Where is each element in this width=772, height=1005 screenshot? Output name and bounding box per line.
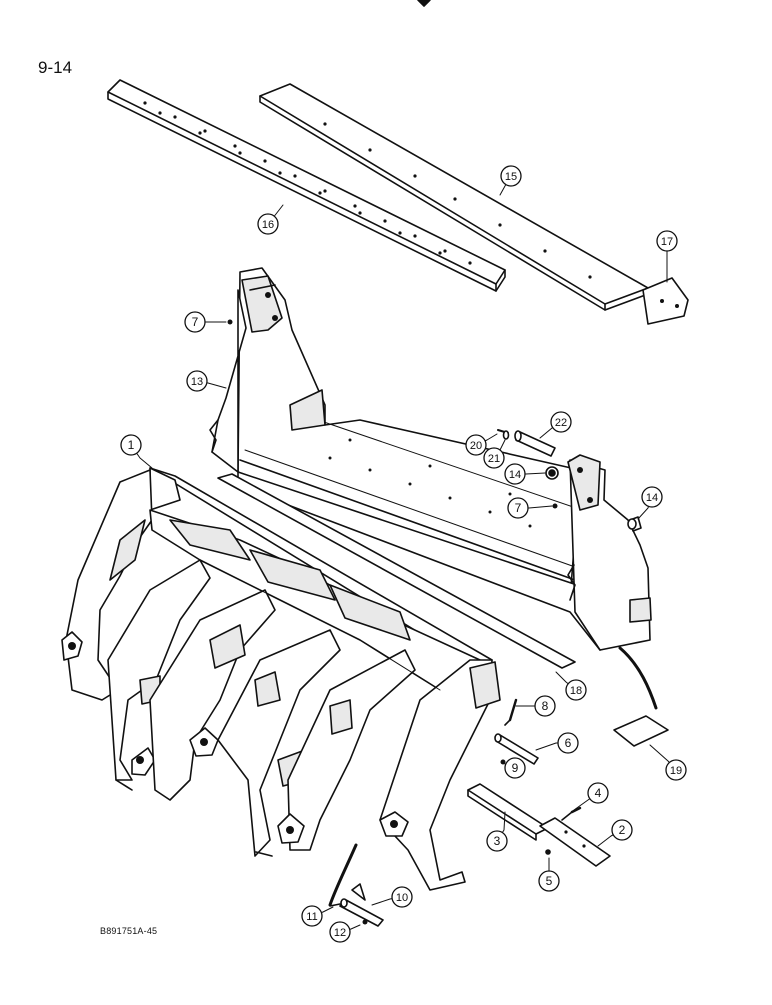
callout-circle-1 [120,434,142,456]
bolt-4 [561,806,582,821]
callout-circle-4 [587,782,609,804]
bushing-14-right [627,516,642,532]
decal-19 [613,646,669,747]
callout-circle-18 [565,679,587,701]
pin-7-lower [552,503,558,509]
cutting-edge-15 [259,83,649,311]
callout-label-11: 11 [306,911,317,923]
pin-22 [514,430,556,457]
callout-label-2: 2 [619,823,626,837]
callout-label-1: 1 [128,438,135,452]
callout-label-9: 9 [512,761,519,775]
bolt-holes-15 [323,122,592,279]
callout-label-16: 16 [262,219,274,231]
callout-circle-14-b [641,486,663,508]
callout-label-10: 10 [396,892,408,904]
bushing-14-upper [545,466,559,480]
callout-circle-14 [504,463,526,485]
callout-circle-17 [656,230,678,252]
callout-circle-9 [504,757,526,779]
callout-circle-11 [301,905,323,927]
callout-circle-21 [483,447,505,469]
callout-label-7: 7 [192,315,199,329]
callout-label-18: 18 [570,685,582,697]
callout-label-5: 5 [546,874,553,888]
callout-circle-3 [486,830,508,852]
callout-label-13: 13 [191,376,203,388]
callout-circle-19 [665,759,687,781]
page-number: 9-14 [38,58,73,77]
callout-circle-7-b [507,497,529,519]
drawing-code: B891751A-45 [100,926,158,936]
pin-6 [494,698,539,765]
edge-2 [539,817,611,867]
header-fragment [417,0,431,7]
callout-circle-12 [329,921,351,943]
callout-label-21: 21 [488,453,500,465]
callout-label-8: 8 [542,699,549,713]
edge-3 [467,783,549,841]
pin-10 [329,883,384,927]
pin-7-upper [227,319,233,325]
washer-21 [502,430,510,440]
cutting-edge-16 [107,79,506,292]
bucket-13 [209,267,652,651]
callout-label-17: 17 [661,236,673,248]
callout-circle-2 [611,819,633,841]
callout-circle-16 [257,213,279,235]
callout-label-22: 22 [555,417,567,429]
callout-label-14-b: 14 [646,492,658,504]
callout-circle-20 [465,434,487,456]
callout-label-15: 15 [505,171,517,183]
callout-circle-5 [538,870,560,892]
callout-label-20: 20 [470,440,482,452]
callout-label-19: 19 [670,765,682,777]
end-bit-17 [642,277,689,325]
bolt-holes-16 [143,101,472,265]
callout-circle-6 [557,732,579,754]
callout-label-3: 3 [494,834,501,848]
callout-label-7-b: 7 [515,501,522,515]
callout-circle-22 [550,411,572,433]
callout-label-14: 14 [509,469,521,481]
edge-strip-18 [217,473,576,669]
callout-circle-8 [534,695,556,717]
callout-label-12: 12 [334,927,346,939]
nut-5 [545,849,551,855]
callout-label-4: 4 [595,786,602,800]
callout-circle-13 [186,370,208,392]
callout-circle-15 [500,165,522,187]
callout-label-6: 6 [565,736,572,750]
callout-circle-10 [391,886,413,908]
callout-circle-7 [184,311,206,333]
skeleton-bucket-1 [61,467,501,907]
